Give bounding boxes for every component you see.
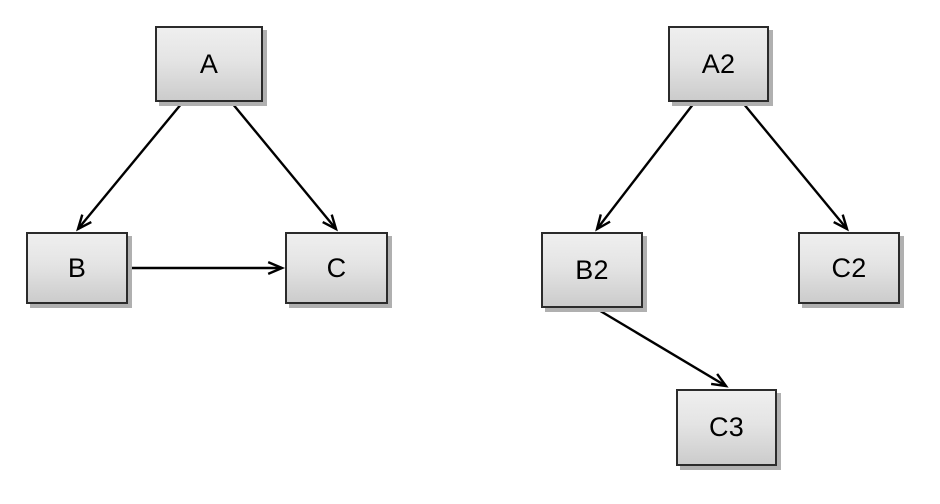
edge-B-C — [130, 261, 286, 275]
node-b[interactable]: B — [26, 232, 128, 304]
edge-A2-C2 — [742, 102, 849, 232]
edge-line — [77, 102, 183, 230]
node-c2[interactable]: C2 — [798, 232, 900, 304]
arrowhead-icon — [595, 214, 611, 232]
node-a[interactable]: A — [155, 26, 263, 102]
node-b2[interactable]: B2 — [541, 232, 643, 308]
edge-A-B — [76, 102, 183, 232]
node-label: B2 — [575, 254, 609, 285]
edge-B2-C3 — [596, 307, 729, 388]
arrowhead-icon — [76, 214, 92, 232]
node-c3[interactable]: C3 — [676, 389, 777, 466]
edge-line — [596, 102, 695, 230]
edge-A-C — [231, 102, 338, 232]
node-label: A — [199, 48, 219, 79]
edge-line — [231, 102, 337, 230]
node-label: B — [67, 252, 87, 283]
arrowhead-icon — [833, 214, 849, 232]
edge-line — [742, 102, 848, 230]
node-c[interactable]: C — [285, 232, 388, 304]
edge-line — [596, 307, 727, 388]
node-a2[interactable]: A2 — [668, 26, 769, 102]
node-label: C — [326, 252, 347, 283]
node-label: C2 — [831, 252, 867, 283]
arrowhead-icon — [322, 214, 338, 232]
edge-A2-B2 — [595, 102, 695, 232]
node-label: A2 — [701, 48, 736, 79]
node-label: C3 — [708, 412, 745, 442]
arrowhead-icon — [710, 373, 729, 388]
arrowhead-icon — [267, 261, 286, 275]
